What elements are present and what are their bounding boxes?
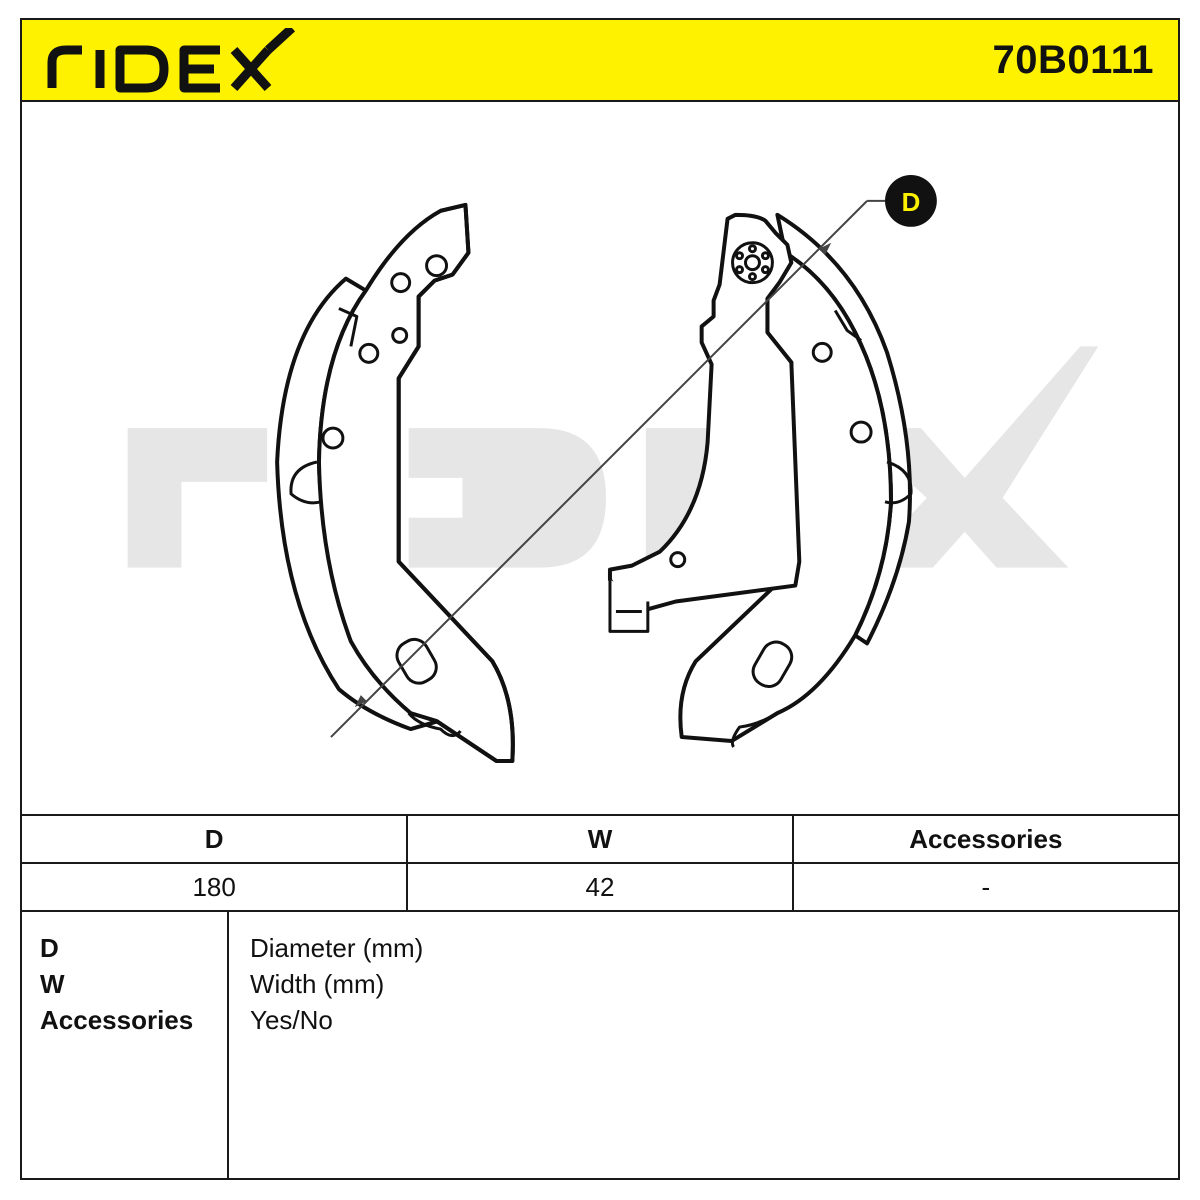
spec-value-w: 42 — [406, 862, 794, 912]
right-brake-shoe — [607, 212, 913, 748]
brand-logo — [47, 28, 296, 93]
legend-key-accessories: Accessories — [40, 1005, 194, 1035]
brake-shoe-drawing: D — [127, 174, 1099, 763]
watermark-logo — [127, 346, 1099, 568]
dimension-marker-d: D — [885, 174, 937, 227]
legend-divider — [227, 912, 229, 1180]
legend-key-w: W — [40, 969, 65, 999]
legend-values: Diameter (mm) Width (mm) Yes/No — [250, 930, 423, 1038]
spec-value-accessories: - — [791, 862, 1178, 912]
spec-header-accessories: Accessories — [791, 814, 1178, 864]
legend-value-w: Width (mm) — [250, 969, 385, 999]
legend-value-d: Diameter (mm) — [250, 933, 424, 963]
product-sheet: 70B0111 — [20, 18, 1180, 1180]
header-bar: 70B0111 — [22, 20, 1178, 102]
spec-header-row: D W Accessories — [22, 814, 1178, 864]
specification-table: D W Accessories 180 42 - — [22, 814, 1178, 912]
left-brake-shoe — [275, 202, 515, 763]
legend: D W Accessories Diameter (mm) Width (mm)… — [22, 912, 1178, 1180]
legend-keys: D W Accessories — [40, 930, 193, 1038]
dimension-line — [330, 199, 886, 738]
spec-value-d: 180 — [22, 862, 409, 912]
legend-value-accessories: Yes/No — [250, 1005, 333, 1035]
spec-value-row: 180 42 - — [22, 862, 1178, 912]
dimension-marker-label: D — [902, 189, 921, 217]
part-number: 70B0111 — [992, 38, 1154, 82]
spec-header-d: D — [22, 814, 409, 864]
spec-header-w: W — [406, 814, 794, 864]
legend-key-d: D — [40, 933, 59, 963]
